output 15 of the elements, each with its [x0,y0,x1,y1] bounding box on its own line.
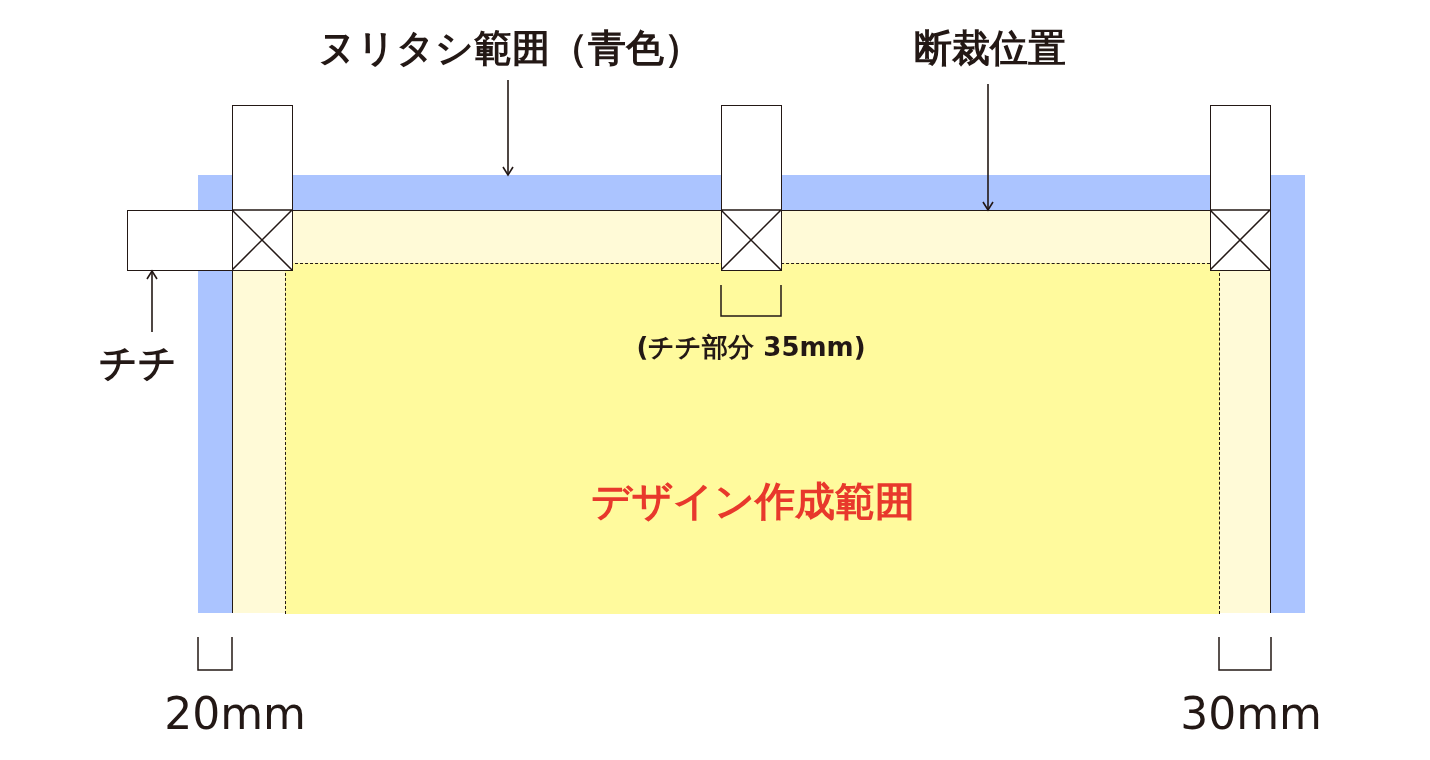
leader-label: チチ [88,338,188,388]
tab-strip [232,105,293,271]
tab-strip [1210,105,1271,271]
leader-line [146,270,158,333]
dimension-label: (チチ部分 35mm) [636,331,866,364]
tab-strip [721,105,782,271]
area-label: デザイン作成範囲 [590,477,915,526]
tab-strip [127,210,233,271]
dimension-label: 30mm [1180,688,1322,739]
dimension-label: 20mm [164,688,306,739]
design-area [285,263,1220,614]
leader-line [982,83,994,211]
leader-label: ヌリタシ範囲（青色） [300,22,720,74]
leader-label: 断裁位置 [880,22,1100,74]
leader-line [502,79,514,176]
